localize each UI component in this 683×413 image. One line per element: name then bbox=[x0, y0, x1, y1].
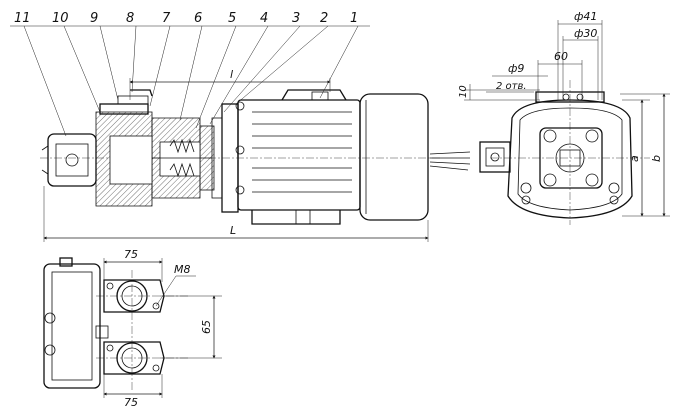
dim-75-top: 75 bbox=[124, 248, 138, 261]
dim-l-label: l bbox=[230, 68, 233, 81]
dim-m8: М8 bbox=[174, 263, 191, 276]
end-view: ф41 ф30 60 ф9 2 отв. 10 а b bbox=[458, 10, 670, 225]
dim-a: а bbox=[628, 155, 641, 162]
cable-leads bbox=[429, 151, 471, 171]
dim-75-bottom: 75 bbox=[124, 396, 138, 409]
dimension-L: L bbox=[43, 186, 429, 242]
pump-housing bbox=[151, 117, 212, 199]
callout-2: 2 bbox=[320, 11, 328, 26]
callout-11: 11 bbox=[14, 11, 31, 26]
dimension-l: l bbox=[129, 68, 331, 100]
callout-9: 9 bbox=[90, 11, 98, 26]
end-cap bbox=[41, 133, 97, 187]
callout-10: 10 bbox=[52, 11, 69, 26]
callout-8: 8 bbox=[126, 11, 134, 26]
dim-65: 65 bbox=[200, 320, 213, 334]
dim-dia9: ф9 bbox=[508, 62, 524, 75]
callouts: 1 2 3 4 5 6 7 8 9 10 11 bbox=[10, 11, 370, 137]
dim-60: 60 bbox=[554, 50, 568, 63]
callout-3: 3 bbox=[292, 11, 300, 26]
pump-head bbox=[95, 89, 153, 207]
callout-5: 5 bbox=[228, 11, 236, 26]
dim-dia41: ф41 bbox=[574, 10, 597, 23]
callout-7: 7 bbox=[162, 11, 171, 26]
dim-holes: 2 отв. bbox=[496, 81, 527, 92]
motor-body bbox=[237, 89, 429, 225]
callout-4: 4 bbox=[260, 11, 268, 26]
callout-6: 6 bbox=[194, 11, 202, 26]
dim-10: 10 bbox=[458, 85, 469, 98]
dim-L-label: L bbox=[230, 224, 236, 237]
side-view: l L 1 2 3 4 bbox=[10, 11, 471, 242]
dim-b: b bbox=[650, 155, 663, 162]
port-view: 75 М8 65 75 bbox=[43, 248, 222, 409]
dim-dia30: ф30 bbox=[574, 27, 597, 40]
flange-coupling bbox=[199, 101, 245, 213]
callout-1: 1 bbox=[350, 11, 358, 26]
